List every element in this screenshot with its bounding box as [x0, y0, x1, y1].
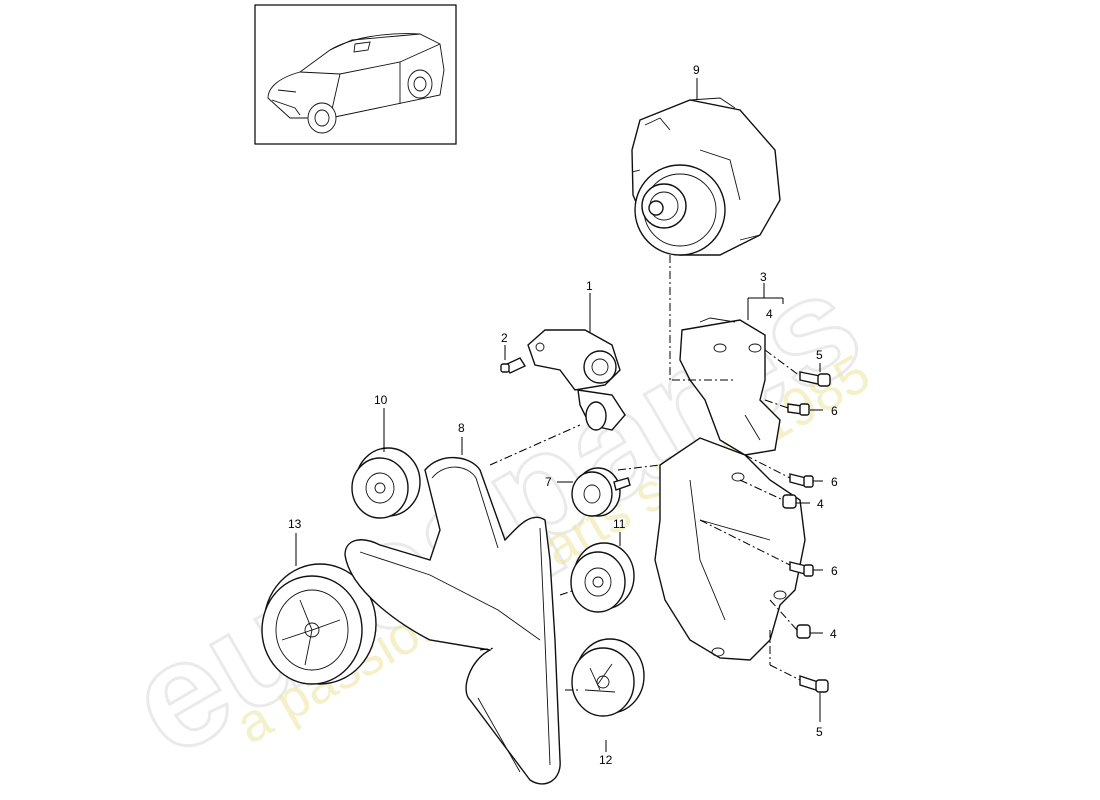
- callout-12: 12: [599, 753, 613, 767]
- callout-4-top: 4: [766, 307, 773, 321]
- callout-4-b: 4: [830, 627, 837, 641]
- bolt-6-middle-part: [789, 473, 814, 488]
- bolt-2-part: [500, 357, 527, 374]
- callout-6-a: 6: [831, 404, 838, 418]
- crank-pulley-13-part: [261, 563, 377, 685]
- drive-belt-8-part: [344, 456, 561, 785]
- callout-7: 7: [545, 475, 552, 489]
- alternator-part: [631, 97, 781, 256]
- leader-lines: [295, 78, 823, 752]
- bracket-lower-part: [654, 437, 806, 661]
- bolt-6-upper-part: [787, 403, 810, 416]
- nut-4-middle-part: [782, 494, 797, 509]
- callout-labels: 1 2 3 4 5 6 6 4 6 4 5 7 8 9 10 11 12 13: [288, 63, 838, 767]
- callout-3: 3: [760, 270, 767, 284]
- nut-4-lower-part: [796, 624, 811, 639]
- pulley-10-part: [351, 447, 421, 519]
- callout-10: 10: [374, 393, 388, 407]
- callout-6-c: 6: [831, 564, 838, 578]
- pulley-12-part: [571, 638, 645, 717]
- bolt-5-upper-part: [799, 371, 831, 387]
- callout-5-top: 5: [816, 348, 823, 362]
- idler-7-part: [571, 467, 631, 517]
- callout-11: 11: [613, 517, 626, 531]
- callout-9: 9: [693, 63, 700, 77]
- bolt-5-lower-part: [799, 675, 829, 693]
- callout-2: 2: [501, 331, 508, 345]
- belt-tensioner-part: [527, 329, 626, 431]
- pulley-11-part: [570, 542, 635, 613]
- callout-8: 8: [458, 421, 465, 435]
- car-icon: [267, 33, 445, 134]
- callout-13: 13: [288, 517, 302, 531]
- vehicle-thumbnail: [254, 4, 457, 145]
- callout-6-b: 6: [831, 475, 838, 489]
- callout-4-a: 4: [817, 497, 824, 511]
- callout-5-bottom: 5: [816, 725, 823, 739]
- callout-1: 1: [586, 279, 593, 293]
- bolt-6-lower-part: [789, 561, 814, 577]
